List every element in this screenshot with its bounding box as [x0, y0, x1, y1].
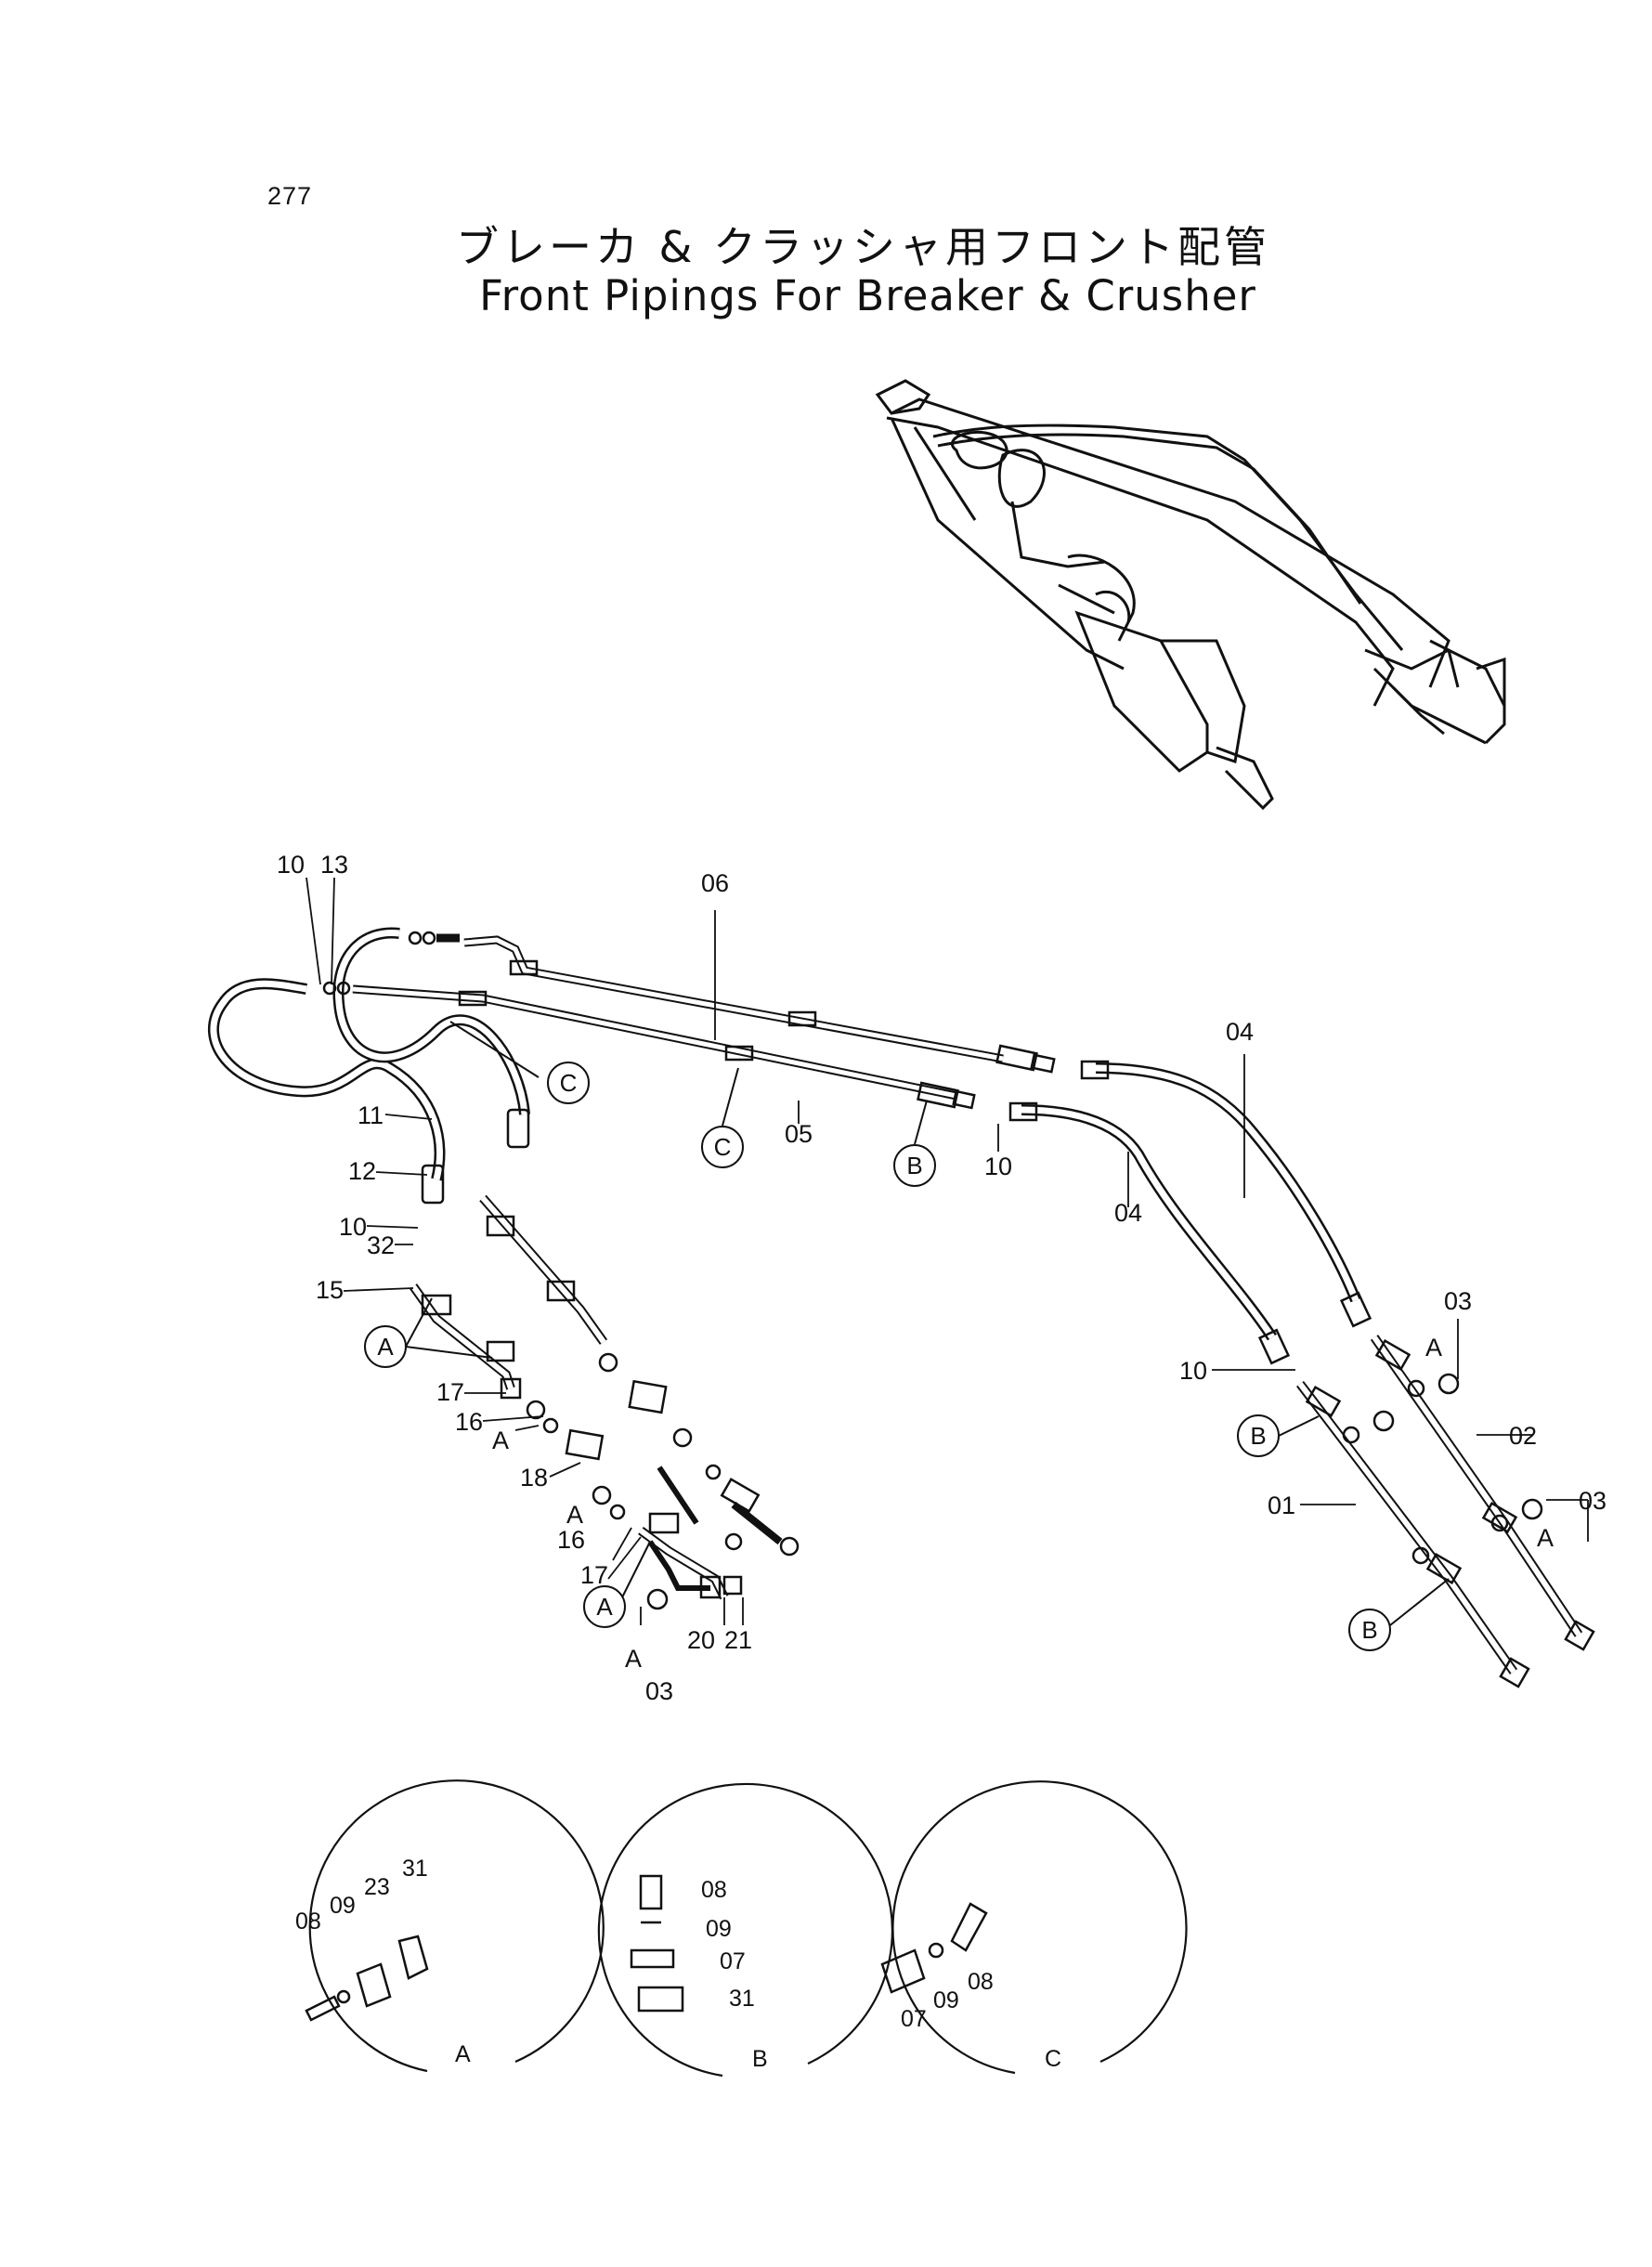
callout-03: 03 — [1444, 1287, 1472, 1315]
circle-letters: C C B A A B B — [377, 1069, 1377, 1644]
detail-a-08: 08 — [295, 1909, 321, 1935]
title-japanese: ブレーカ & クラッシャ用フロント配管 — [455, 222, 1271, 272]
detail-b-31: 31 — [729, 1986, 755, 2012]
title-english: Front Pipings For Breaker & Crusher — [479, 271, 1256, 320]
detail-c-label: C — [1045, 2046, 1061, 2072]
detail-a-label: A — [455, 2041, 471, 2067]
callout-03: 03 — [1579, 1487, 1606, 1515]
callout-10: 10 — [339, 1213, 367, 1241]
page-number: 277 — [267, 182, 313, 210]
ref-a-circle: A — [377, 1333, 394, 1361]
ref-b-circle: B — [1361, 1616, 1377, 1644]
callout-17: 17 — [436, 1378, 464, 1406]
detail-c-09: 09 — [933, 1987, 959, 2013]
detail-b-label: B — [752, 2046, 768, 2072]
overview-illustration — [875, 379, 1506, 811]
ref-c-circle: C — [560, 1069, 578, 1097]
callout-04: 04 — [1226, 1018, 1254, 1046]
callout-18: 18 — [520, 1464, 548, 1492]
detail-circle-a — [305, 1779, 605, 2073]
ref-c-circle: C — [714, 1133, 732, 1161]
callout-02: 02 — [1509, 1422, 1537, 1450]
ref-a: A — [625, 1645, 642, 1673]
ref-b-circle: B — [906, 1152, 922, 1179]
callout-04: 04 — [1114, 1199, 1142, 1227]
left-pipe-assembly — [409, 1194, 800, 1610]
leader-lines — [306, 877, 1589, 1625]
pipe-05 — [352, 984, 976, 1110]
ref-a: A — [1425, 1334, 1442, 1362]
detail-circle-c — [880, 1780, 1188, 2075]
callout-17: 17 — [580, 1561, 608, 1589]
detail-c-07: 07 — [901, 2006, 927, 2032]
detail-b-09: 09 — [706, 1916, 732, 1942]
hose-11-12 — [207, 927, 530, 1205]
letter-refs — [364, 1021, 1450, 1651]
ref-a: A — [566, 1501, 583, 1529]
callout-labels: 10 13 06 04 04 05 10 11 12 10 32 15 17 1… — [277, 851, 1606, 1705]
detail-c-08: 08 — [968, 1969, 994, 1995]
callout-15: 15 — [316, 1276, 344, 1304]
callout-16: 16 — [455, 1408, 483, 1436]
detail-b-07: 07 — [720, 1948, 746, 1974]
hose-04 — [1008, 1060, 1372, 1365]
ref-b-circle: B — [1250, 1422, 1266, 1450]
main-assembly — [207, 877, 1595, 1688]
callout-32: 32 — [367, 1231, 395, 1259]
callout-11: 11 — [358, 1101, 384, 1129]
callout-06: 06 — [701, 869, 729, 897]
callout-16: 16 — [557, 1526, 585, 1554]
detail-a-31: 31 — [402, 1856, 428, 1882]
detail-a-09: 09 — [330, 1893, 356, 1919]
callout-21: 21 — [724, 1626, 752, 1654]
detail-labels: 08 09 23 31 A 08 09 07 31 B 07 09 08 C — [295, 1856, 1061, 2072]
pipe-02 — [1370, 1335, 1595, 1651]
ref-a: A — [492, 1427, 509, 1454]
callout-12: 12 — [348, 1157, 376, 1185]
callout-20: 20 — [687, 1626, 715, 1654]
callout-13: 13 — [320, 851, 348, 879]
detail-a-23: 23 — [364, 1874, 390, 1900]
ref-a: A — [1537, 1524, 1554, 1552]
pipe-06 — [463, 935, 1056, 1074]
pipe-01 — [1296, 1380, 1530, 1688]
callout-10: 10 — [277, 851, 305, 879]
detail-circle-b — [597, 1782, 893, 2078]
callout-10: 10 — [984, 1153, 1012, 1180]
callout-01: 01 — [1268, 1492, 1295, 1519]
callout-10: 10 — [1179, 1357, 1207, 1385]
detail-b-08: 08 — [701, 1877, 727, 1903]
ref-a-circle: A — [596, 1593, 613, 1621]
callout-05: 05 — [785, 1120, 813, 1148]
callout-03: 03 — [645, 1677, 673, 1705]
